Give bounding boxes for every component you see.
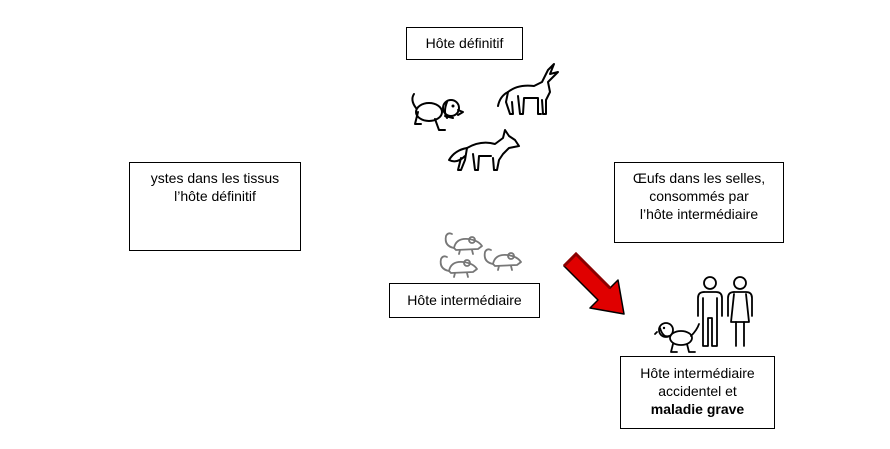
fox-icon: [448, 129, 520, 171]
intermediate-host-box: Hôte intermédiaire: [389, 283, 540, 318]
accidental-line-1: Hôte intermédiaire: [640, 365, 755, 381]
mouse-icon: [483, 248, 522, 271]
eggs-line-1: Œufs dans les selles,: [632, 170, 766, 186]
mouse-icon: [444, 232, 483, 255]
definitive-host-box: Hôte définitif: [406, 27, 523, 60]
eggs-box: Œufs dans les selles, consommés par l’hô…: [614, 162, 784, 243]
eggs-line-2: consommés par: [649, 188, 749, 204]
mouse-icon: [439, 255, 478, 278]
cysts-line-1: ystes dans les tissus: [150, 170, 280, 186]
cysts-line-2: l’hôte définitif: [174, 188, 256, 204]
intermediate-host-label: Hôte intermédiaire: [407, 292, 522, 308]
definitive-host-label: Hôte définitif: [425, 35, 504, 51]
dog-icon: [411, 93, 464, 131]
wolf-icon: [497, 63, 559, 115]
accidental-line-2: accidentel et: [658, 383, 737, 399]
dog-icon: [654, 322, 700, 353]
man-icon: [697, 276, 723, 347]
accidental-host-box: Hôte intermédiaire accidentel et maladie…: [620, 356, 775, 429]
accidental-line-3: maladie grave: [650, 401, 745, 417]
cysts-box: ystes dans les tissus l’hôte définitif: [129, 162, 301, 251]
arrow-icon: [562, 251, 625, 315]
eggs-line-3: l’hôte intermédiaire: [639, 206, 759, 222]
woman-icon: [727, 276, 753, 347]
